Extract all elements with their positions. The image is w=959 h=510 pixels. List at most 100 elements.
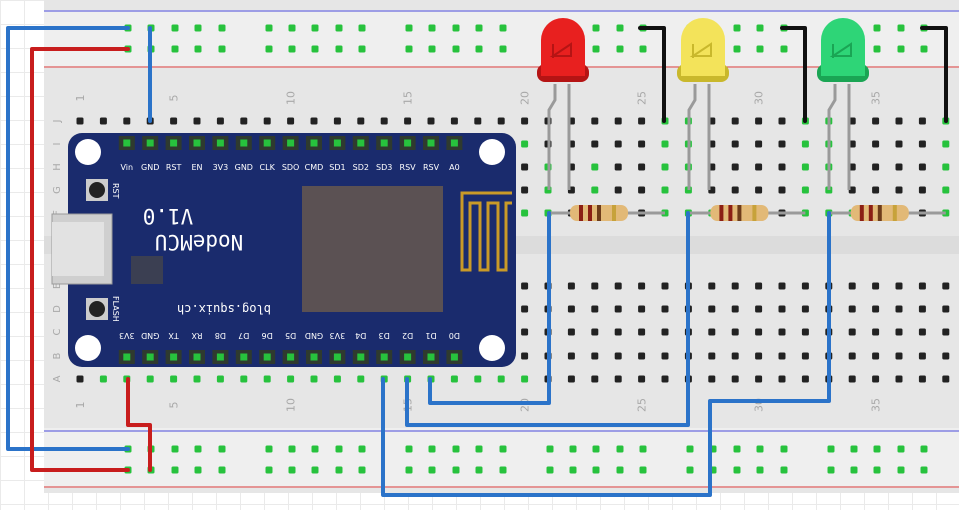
rail-hole — [639, 445, 647, 453]
bottom-pin-label: 3V3 — [330, 331, 346, 340]
rail-hole — [194, 466, 202, 474]
rail-hole — [780, 445, 788, 453]
rst-button-cap — [89, 182, 105, 198]
rail-hole — [733, 445, 741, 453]
wire-gnd-red-led — [638, 26, 666, 123]
rail-hole — [428, 45, 436, 53]
rail-hole — [218, 466, 226, 474]
top-pin-label: GND — [141, 163, 159, 172]
row-letter: B — [52, 352, 63, 359]
bottom-pin-label: D7 — [238, 331, 249, 340]
breadboard-hole — [661, 140, 669, 148]
breadboard-hole — [474, 375, 482, 383]
rail-hole — [873, 445, 881, 453]
breadboard-hole — [731, 352, 739, 360]
resistor-band — [728, 205, 733, 221]
breadboard-hole — [801, 282, 809, 290]
bottom-pin-label: RX — [191, 331, 203, 340]
header-pin-metal — [240, 353, 248, 361]
header-pin-metal — [357, 353, 365, 361]
column-number: 20 — [519, 91, 532, 105]
rail-hole — [405, 45, 413, 53]
mount-hole-tr — [479, 139, 505, 165]
header-pin-metal — [216, 353, 224, 361]
breadboard-hole — [638, 328, 646, 336]
breadboard-hole — [638, 117, 646, 125]
breadboard-hole — [872, 117, 880, 125]
led-leg — [827, 84, 837, 190]
row-letter: F — [52, 210, 63, 216]
breadboard-hole — [872, 328, 880, 336]
header-pin-metal — [380, 353, 388, 361]
rail-hole — [756, 466, 764, 474]
breadboard-hole — [731, 282, 739, 290]
rail-hole — [569, 466, 577, 474]
column-number: 35 — [870, 398, 883, 412]
rail-hole — [288, 24, 296, 32]
breadboard-hole — [801, 375, 809, 383]
resistor-band — [892, 205, 897, 221]
breadboard-hole — [942, 186, 950, 194]
breadboard-hole — [872, 282, 880, 290]
breadboard-hole — [170, 375, 178, 383]
mount-hole-br — [479, 335, 505, 361]
resistor-band — [868, 205, 873, 221]
breadboard-hole — [872, 305, 880, 313]
breadboard-hole — [778, 328, 786, 336]
breadboard-hole — [450, 117, 458, 125]
header-pin-metal — [123, 139, 131, 147]
breadboard-hole — [661, 328, 669, 336]
rail-hole — [756, 24, 764, 32]
bottom-pin-label: D0 — [449, 331, 460, 340]
led-leg — [687, 84, 697, 190]
breadboard-hole — [193, 117, 201, 125]
breadboard-hole — [240, 375, 248, 383]
breadboard-hole — [146, 375, 154, 383]
breadboard-hole — [567, 328, 575, 336]
wire-gnd-green-led — [920, 26, 948, 123]
breadboard-hole — [918, 163, 926, 171]
breadboard-hole — [895, 375, 903, 383]
header-pin-metal — [287, 353, 295, 361]
rail-hole — [780, 466, 788, 474]
header-pin-metal — [404, 139, 412, 147]
bottom-power-rail — [44, 428, 959, 488]
breadboard-hole — [591, 352, 599, 360]
breadboard-hole — [918, 352, 926, 360]
breadboard-hole — [918, 282, 926, 290]
breadboard-hole — [708, 305, 716, 313]
breadboard-hole — [521, 117, 529, 125]
breadboard-hole — [942, 352, 950, 360]
usb-chip — [131, 256, 163, 284]
rail-hole — [265, 466, 273, 474]
breadboard-hole — [895, 352, 903, 360]
breadboard-hole — [918, 375, 926, 383]
header-pin-metal — [193, 139, 201, 147]
rail-hole — [171, 45, 179, 53]
breadboard-hole — [708, 282, 716, 290]
wire-gnd-yellow-led — [780, 26, 807, 123]
breadboard-hole — [638, 352, 646, 360]
board-header-pins — [118, 136, 463, 364]
top-pin-label: CLK — [260, 163, 276, 172]
breadboard-hole — [287, 117, 295, 125]
header-pin-metal — [333, 353, 341, 361]
breadboard-hole — [450, 375, 458, 383]
breadboard-hole — [240, 117, 248, 125]
breadboard-hole — [872, 352, 880, 360]
top-pin-label: SD3 — [376, 163, 392, 172]
rail-hole — [171, 445, 179, 453]
breadboard-hole — [76, 375, 84, 383]
resistor-band — [597, 205, 601, 221]
resistor-band — [719, 205, 724, 221]
yellow-led — [677, 18, 729, 190]
breadboard-hole — [76, 117, 84, 125]
rail-hole — [265, 445, 273, 453]
header-pin-metal — [404, 353, 412, 361]
breadboard-hole — [731, 117, 739, 125]
rail-hole — [405, 466, 413, 474]
breadboard-hole — [614, 186, 622, 194]
rail-hole — [569, 445, 577, 453]
breadboard-hole — [427, 117, 435, 125]
